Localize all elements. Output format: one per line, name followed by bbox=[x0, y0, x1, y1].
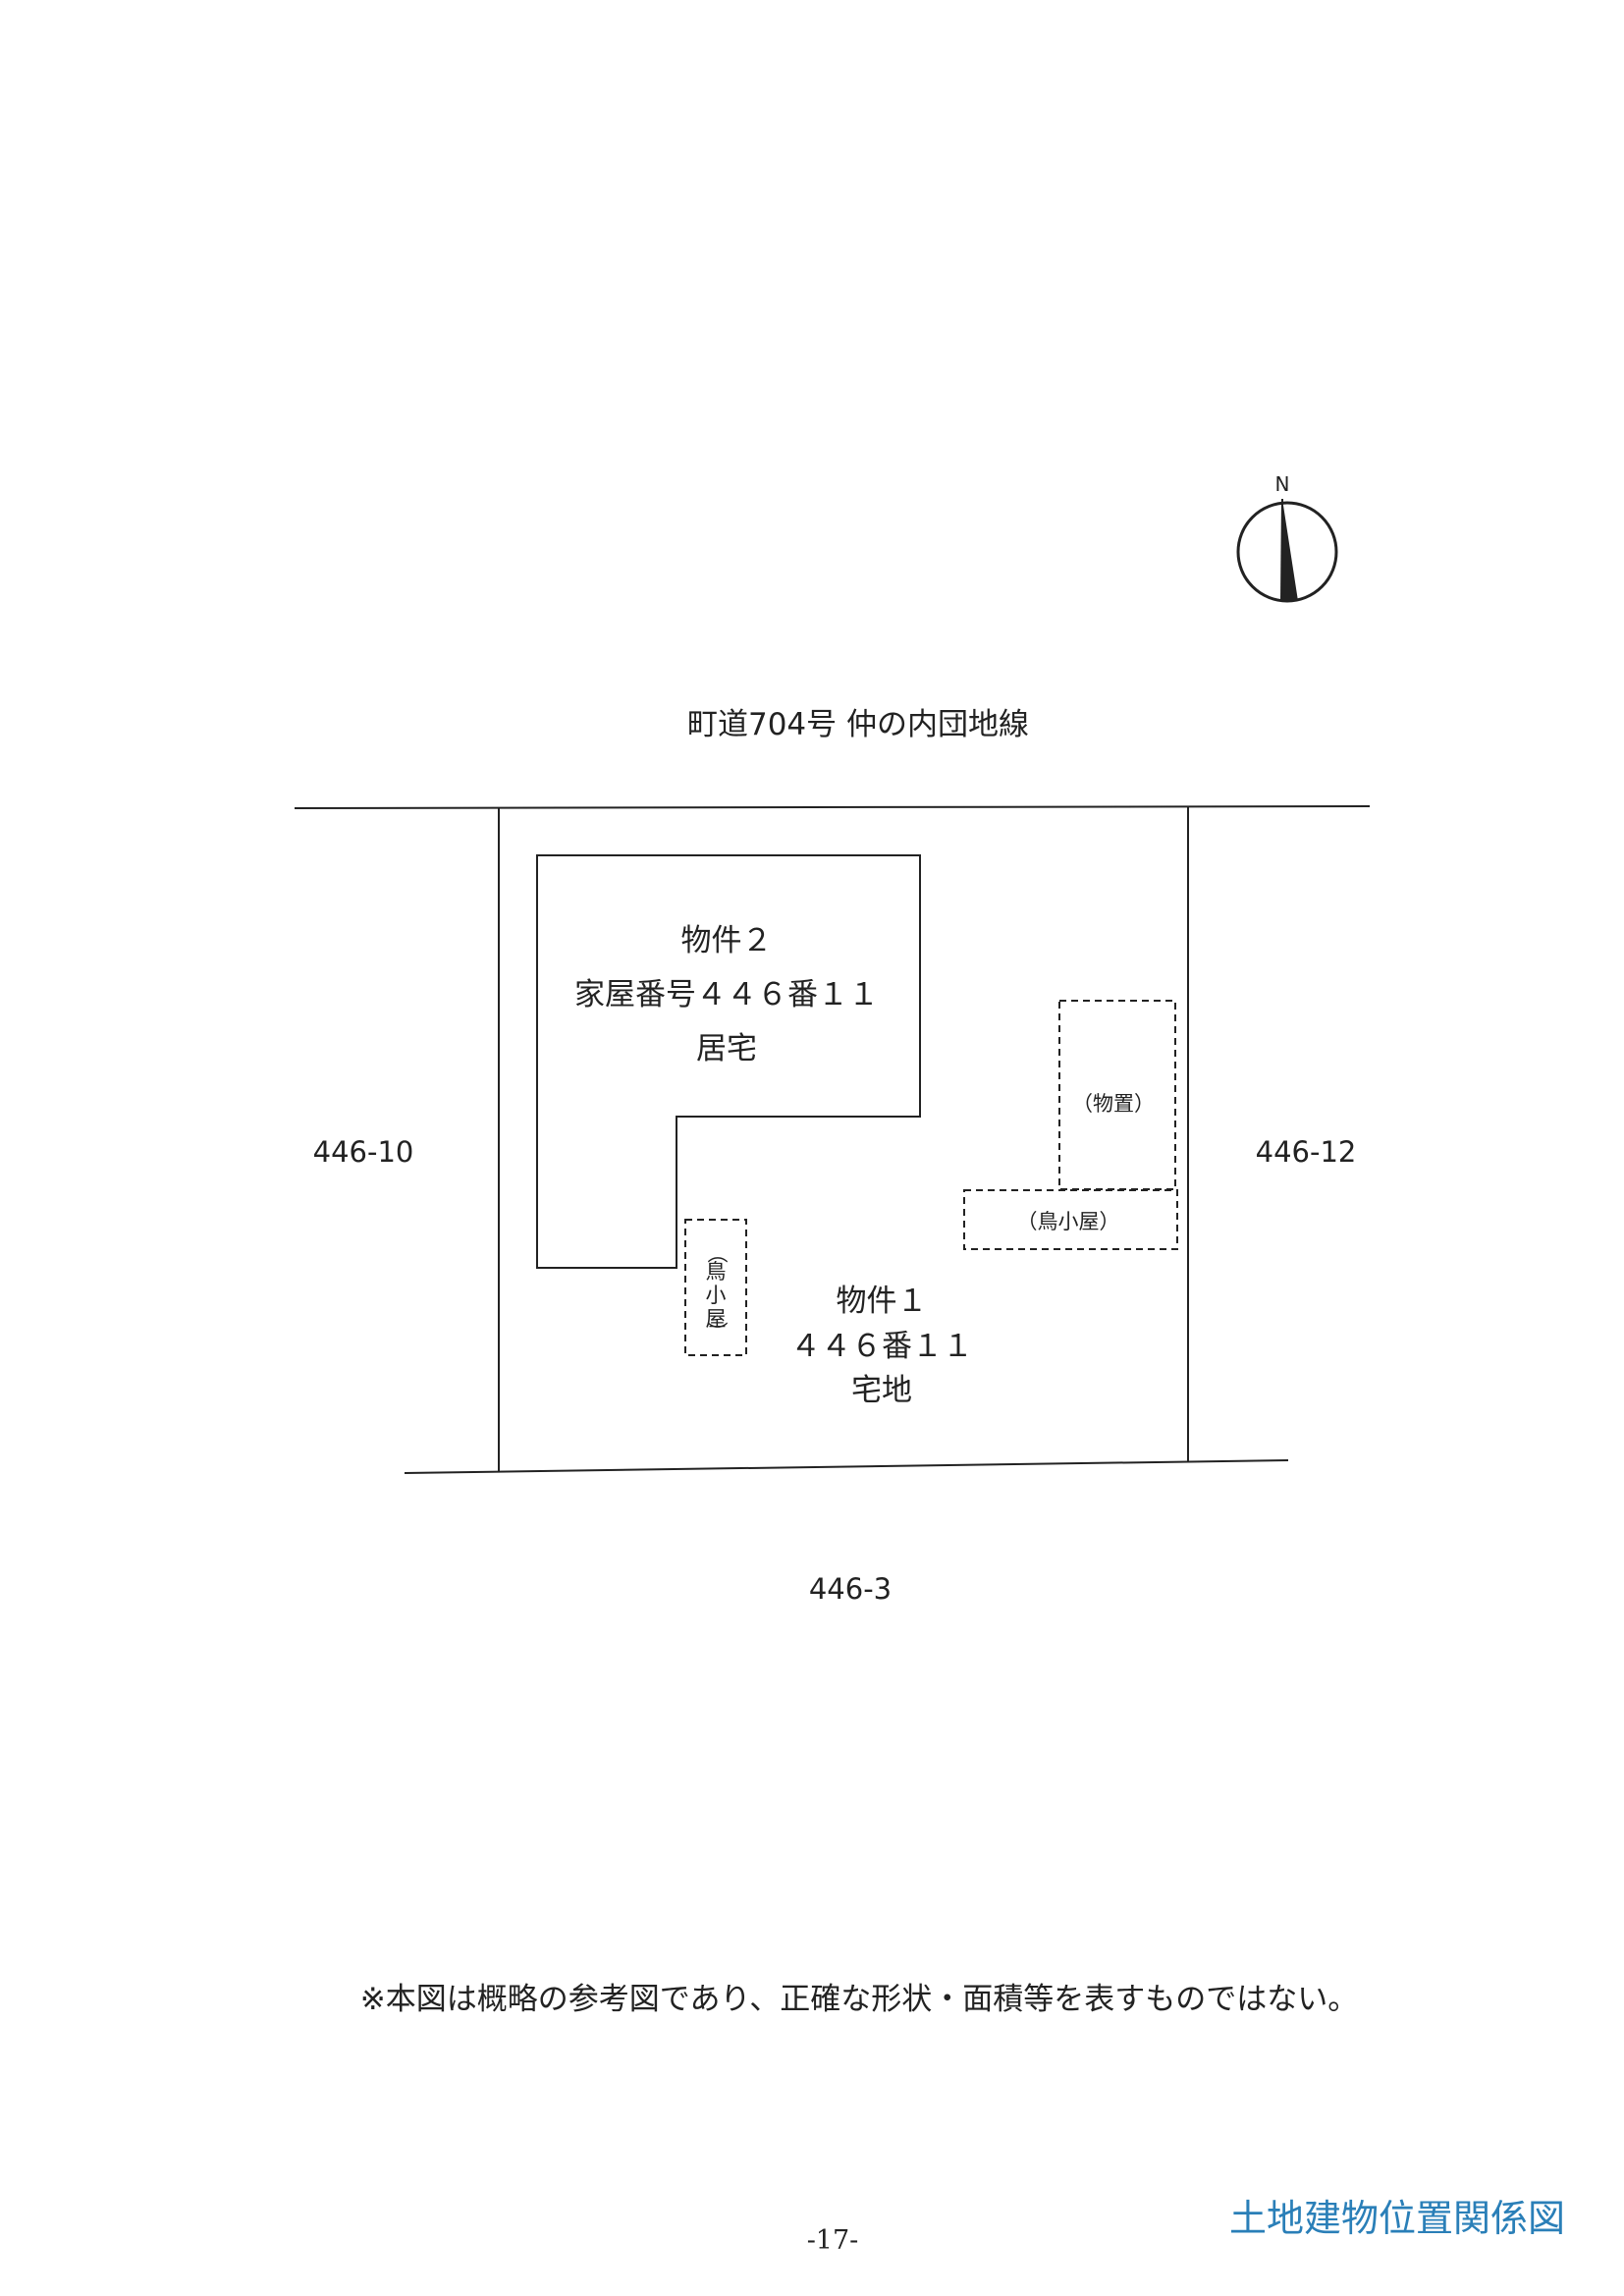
road-label: 町道704号 仲の内団地線 bbox=[687, 707, 1029, 742]
property-1-label-line3: 宅地 bbox=[851, 1373, 912, 1408]
building-2-label-line2: 家屋番号４４６番１１ bbox=[574, 977, 879, 1012]
henhouse-left-char: 鳥 bbox=[706, 1260, 727, 1284]
henhouse-left-char: ） bbox=[705, 1322, 729, 1342]
parcel-right-label: 446-12 bbox=[1256, 1135, 1357, 1169]
lot-boundary bbox=[404, 807, 1289, 1474]
henhouse-left-char: 屋 bbox=[706, 1307, 727, 1331]
building-2-label-line3: 居宅 bbox=[696, 1031, 757, 1066]
building-2-outline bbox=[536, 854, 921, 1269]
henhouse-left-char: 小 bbox=[706, 1284, 727, 1307]
lot-bottom-line bbox=[404, 1459, 1289, 1474]
disclaimer-note: ※本図は概略の参考図であり、正確な形状・面積等を表すものではない。 bbox=[360, 1982, 1358, 2017]
property-1-label-line2: ４４６番１１ bbox=[790, 1329, 973, 1364]
henhouse-left-label: （ 鳥 小 屋 ） bbox=[705, 1243, 729, 1342]
road-boundary-line bbox=[294, 805, 1371, 809]
property-1-label-line1: 物件１ bbox=[837, 1284, 928, 1319]
storage-shed-label: （物置） bbox=[1072, 1092, 1155, 1116]
north-label: N bbox=[1275, 472, 1290, 496]
parcel-left-label: 446-10 bbox=[313, 1135, 414, 1169]
building-2-label-line1: 物件２ bbox=[681, 923, 773, 958]
page-number: -17- bbox=[807, 2225, 859, 2256]
document-title: 土地建物位置関係図 bbox=[1229, 2197, 1565, 2240]
henhouse-right-outline bbox=[963, 1189, 1178, 1250]
north-arrow-icon bbox=[1281, 499, 1298, 601]
parcel-bottom-label: 446-3 bbox=[809, 1572, 892, 1606]
henhouse-right-label: （鳥小屋） bbox=[1017, 1210, 1120, 1233]
henhouse-left-char: （ bbox=[705, 1243, 729, 1264]
north-arrow-compass: N bbox=[1236, 472, 1338, 603]
north-arrow-shaft bbox=[1280, 498, 1283, 602]
henhouse-left-outline bbox=[684, 1219, 747, 1356]
